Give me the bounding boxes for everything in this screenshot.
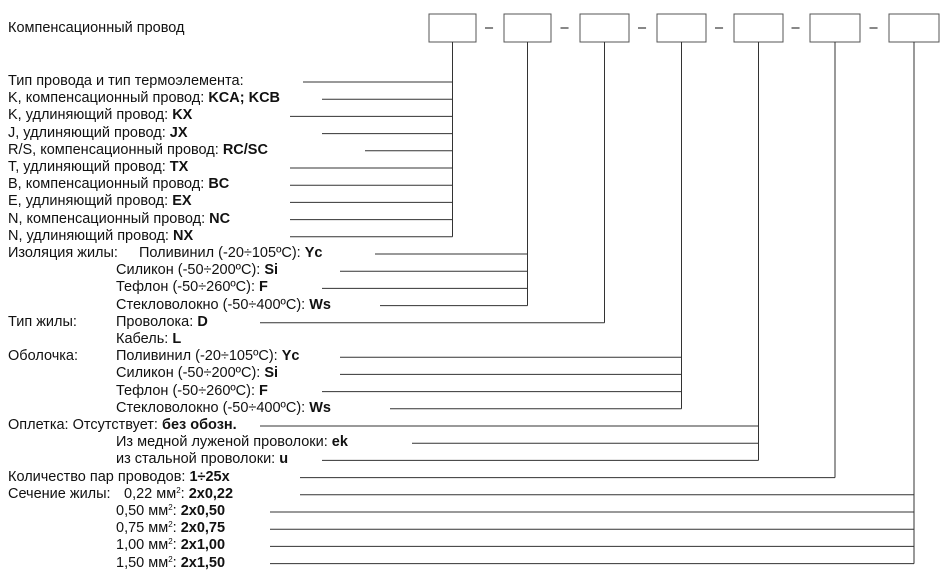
wire-type-option: E, удлиняющий провод: EX [8,193,192,210]
sheath-option: Силикон (-50÷200ºC): Si [116,365,279,382]
core-type-option: Кабель: L [116,331,182,347]
cross-section-option: 1,00 мм2: 2x1,00 [116,537,226,554]
core-insulation-header: Изоляция жилы: [8,245,118,261]
wire-type-option: K, компенсационный провод: KCA; KCB [8,90,281,107]
sheath-option: Тефлон (-50÷260ºC): F [116,382,268,399]
wire-type-option: K, удлиняющий провод: KX [8,107,193,124]
cross-section-option: 0,75 мм2: 2x0,75 [116,520,226,537]
cross-section-option: 1,50 мм2: 2x1,50 [116,554,226,571]
code-box-1 [428,13,477,43]
separator-dash: – [869,20,878,36]
code-box-7 [888,13,940,43]
code-box-2 [503,13,552,43]
core-type-option: Проволока: D [116,313,208,330]
diagram-title: Компенсационный провод [8,20,185,36]
core-type-header: Тип жилы: [8,313,77,330]
braid-option: из стальной проволоки: u [116,451,289,468]
cross-section-option: 0,50 мм2: 2x0,50 [116,503,226,519]
core-insulation-option: Поливинил (-20÷105ºC): Yc [139,245,323,261]
core-insulation-option: Силикон (-50÷200ºC): Si [116,262,279,279]
core-insulation-option: Стекловолокно (-50÷400ºC): Ws [116,296,331,313]
code-box-3 [579,13,630,43]
separator-dash: – [715,20,724,36]
separator-dash: – [791,20,800,36]
separator-dash: – [638,20,647,36]
wire-type-option: N, удлиняющий провод: NX [8,227,194,244]
wire-type-option: N, компенсационный провод: NC [8,210,231,227]
core-insulation-option: Тефлон (-50÷260ºC): F [116,279,268,296]
braid-option: Из медной луженой проволоки: ek [116,434,348,451]
separator-dash: – [485,20,494,36]
pairs-option: Количество пар проводов: 1÷25x [8,468,230,485]
separator-dash: – [560,20,569,36]
cross-section-header: Сечение жилы: [8,485,111,502]
sheath-option: Стекловолокно (-50÷400ºC): Ws [116,399,331,416]
cross-section-option: 0,22 мм2: 2x0,22 [124,485,234,502]
wire-type-option: T, удлиняющий провод: TX [8,159,189,175]
code-box-6 [809,13,861,43]
wire-type-option: R/S, компенсационный провод: RC/SC [8,141,268,158]
code-box-4 [656,13,707,43]
code-box-5 [733,13,784,43]
sheath-option: Поливинил (-20÷105ºC): Yc [116,348,300,365]
sheath-header: Оболочка: [8,348,79,365]
braid-option: Оплетка: Отсутствует: без обозн. [8,417,237,433]
wire-type-header: Тип провода и тип термоэлемента: [8,73,244,89]
wire-type-option: B, компенсационный провод: BC [8,176,230,193]
wire-type-option: J, удлиняющий провод: JX [8,124,188,141]
